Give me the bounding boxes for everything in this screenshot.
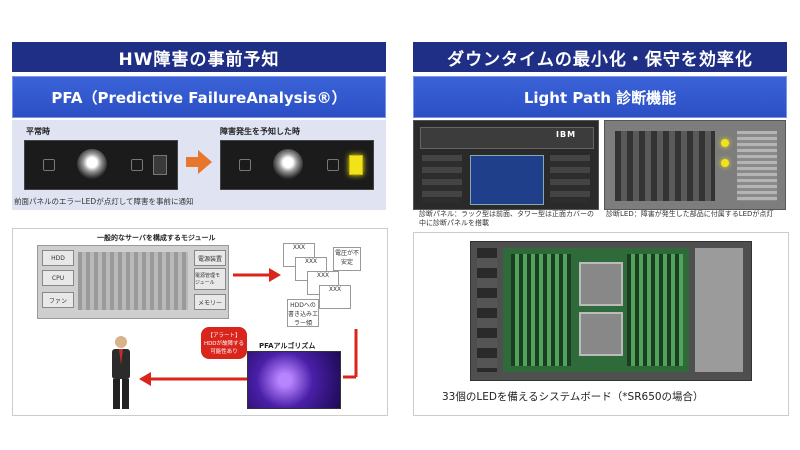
alert-panel [220, 140, 374, 190]
system-board-area: 33個のLEDを備えるシステムボード（*SR650の場合） [413, 232, 789, 416]
pfa-diagram: 一般的なサーバを構成するモジュール HDD CPU ファン 電源装置 電源管理モ… [12, 228, 388, 416]
memory-bank [511, 254, 571, 366]
normal-panel [24, 140, 178, 190]
right-subtitle: Light Path 診断機能 [413, 76, 787, 118]
power-led-icon [43, 159, 55, 171]
note-hdd-error: HDDへの書き込みエラー傾 [287, 299, 319, 327]
alert-text: 【アラート】HDDが故障する可能性あり [203, 333, 245, 355]
panel-caption: 診断パネル：ラック型は前面、タワー型は正面カバーの中に診断パネルを搭載 [419, 210, 594, 227]
heatsink [737, 131, 777, 201]
data-stream: XXX XXX XXX XXX 電圧が不安定 HDDへの書き込みエラー傾 [283, 243, 363, 327]
module-fan: ファン [42, 292, 74, 308]
led-caption: 診断LED：障害が発生した部品に付属するLEDが点灯 [606, 210, 774, 218]
server-chassis [78, 252, 188, 310]
module-hdd: HDD [42, 250, 74, 266]
memory-bank [627, 254, 683, 366]
note-voltage: 電圧が不安定 [333, 247, 361, 271]
red-arrow-left-icon [139, 372, 247, 386]
module-mem: メモリー [194, 294, 226, 310]
red-arrow-right-icon [233, 268, 281, 282]
stream-card: XXX [319, 285, 351, 309]
diagnostic-led-image [604, 120, 786, 210]
diagnostic-panel-image: IBM [413, 120, 599, 210]
cpu-socket [579, 312, 623, 356]
server-modules-image: HDD CPU ファン 電源装置 電源管理モジュール メモリー [37, 245, 229, 319]
psu-bay [695, 248, 743, 372]
left-subtitle: PFA（Predictive FailureAnalysis®） [12, 76, 386, 118]
locator-led-icon [327, 159, 339, 171]
power-led-icon [239, 159, 251, 171]
board-caption: 33個のLEDを備えるシステムボード（*SR650の場合） [442, 391, 704, 403]
module-vrm: 電源管理モジュール [194, 268, 226, 290]
right-title: ダウンタイムの最小化・保守を効率化 [413, 42, 787, 72]
alert-bubble: 【アラート】HDDが故障する可能性あり [201, 327, 247, 359]
pfa-panel-section: 平常時 障害発生を予知した時 前面パネルのエラーLEDが点灯して障害を事前に通知 [12, 120, 386, 210]
drive-bay [550, 155, 590, 203]
pfa-algorithm-image [247, 351, 341, 409]
fan-bay [477, 248, 497, 372]
system-board-image [470, 241, 752, 381]
power-button-icon [273, 149, 303, 179]
rack-bezel [420, 127, 594, 149]
pfa-algorithm-label: PFAアルゴリズム [259, 342, 316, 350]
power-button-icon [77, 149, 107, 179]
left-title: HW障害の事前予知 [12, 42, 386, 72]
module-psu: 電源装置 [194, 250, 226, 266]
drive-bay [422, 155, 462, 203]
pfa-caption: 前面パネルのエラーLEDが点灯して障害を事前に通知 [14, 197, 194, 206]
led-indicator [721, 159, 729, 167]
led-indicator [721, 139, 729, 147]
diagnostic-display [470, 155, 544, 205]
dimm-slots [615, 131, 715, 201]
module-cpu: CPU [42, 270, 74, 286]
businessman-icon [112, 336, 130, 409]
cpu-socket [579, 262, 623, 306]
locator-led-icon [131, 159, 143, 171]
brand-logo: IBM [556, 130, 577, 139]
orange-arrow-icon [186, 150, 212, 174]
normal-label: 平常時 [26, 127, 50, 136]
red-arrow-down-icon [343, 329, 358, 379]
predict-label: 障害発生を予知した時 [220, 127, 300, 136]
modules-title: 一般的なサーバを構成するモジュール [97, 234, 216, 242]
error-led-on-icon [349, 155, 363, 175]
error-led-off-icon [153, 155, 167, 175]
